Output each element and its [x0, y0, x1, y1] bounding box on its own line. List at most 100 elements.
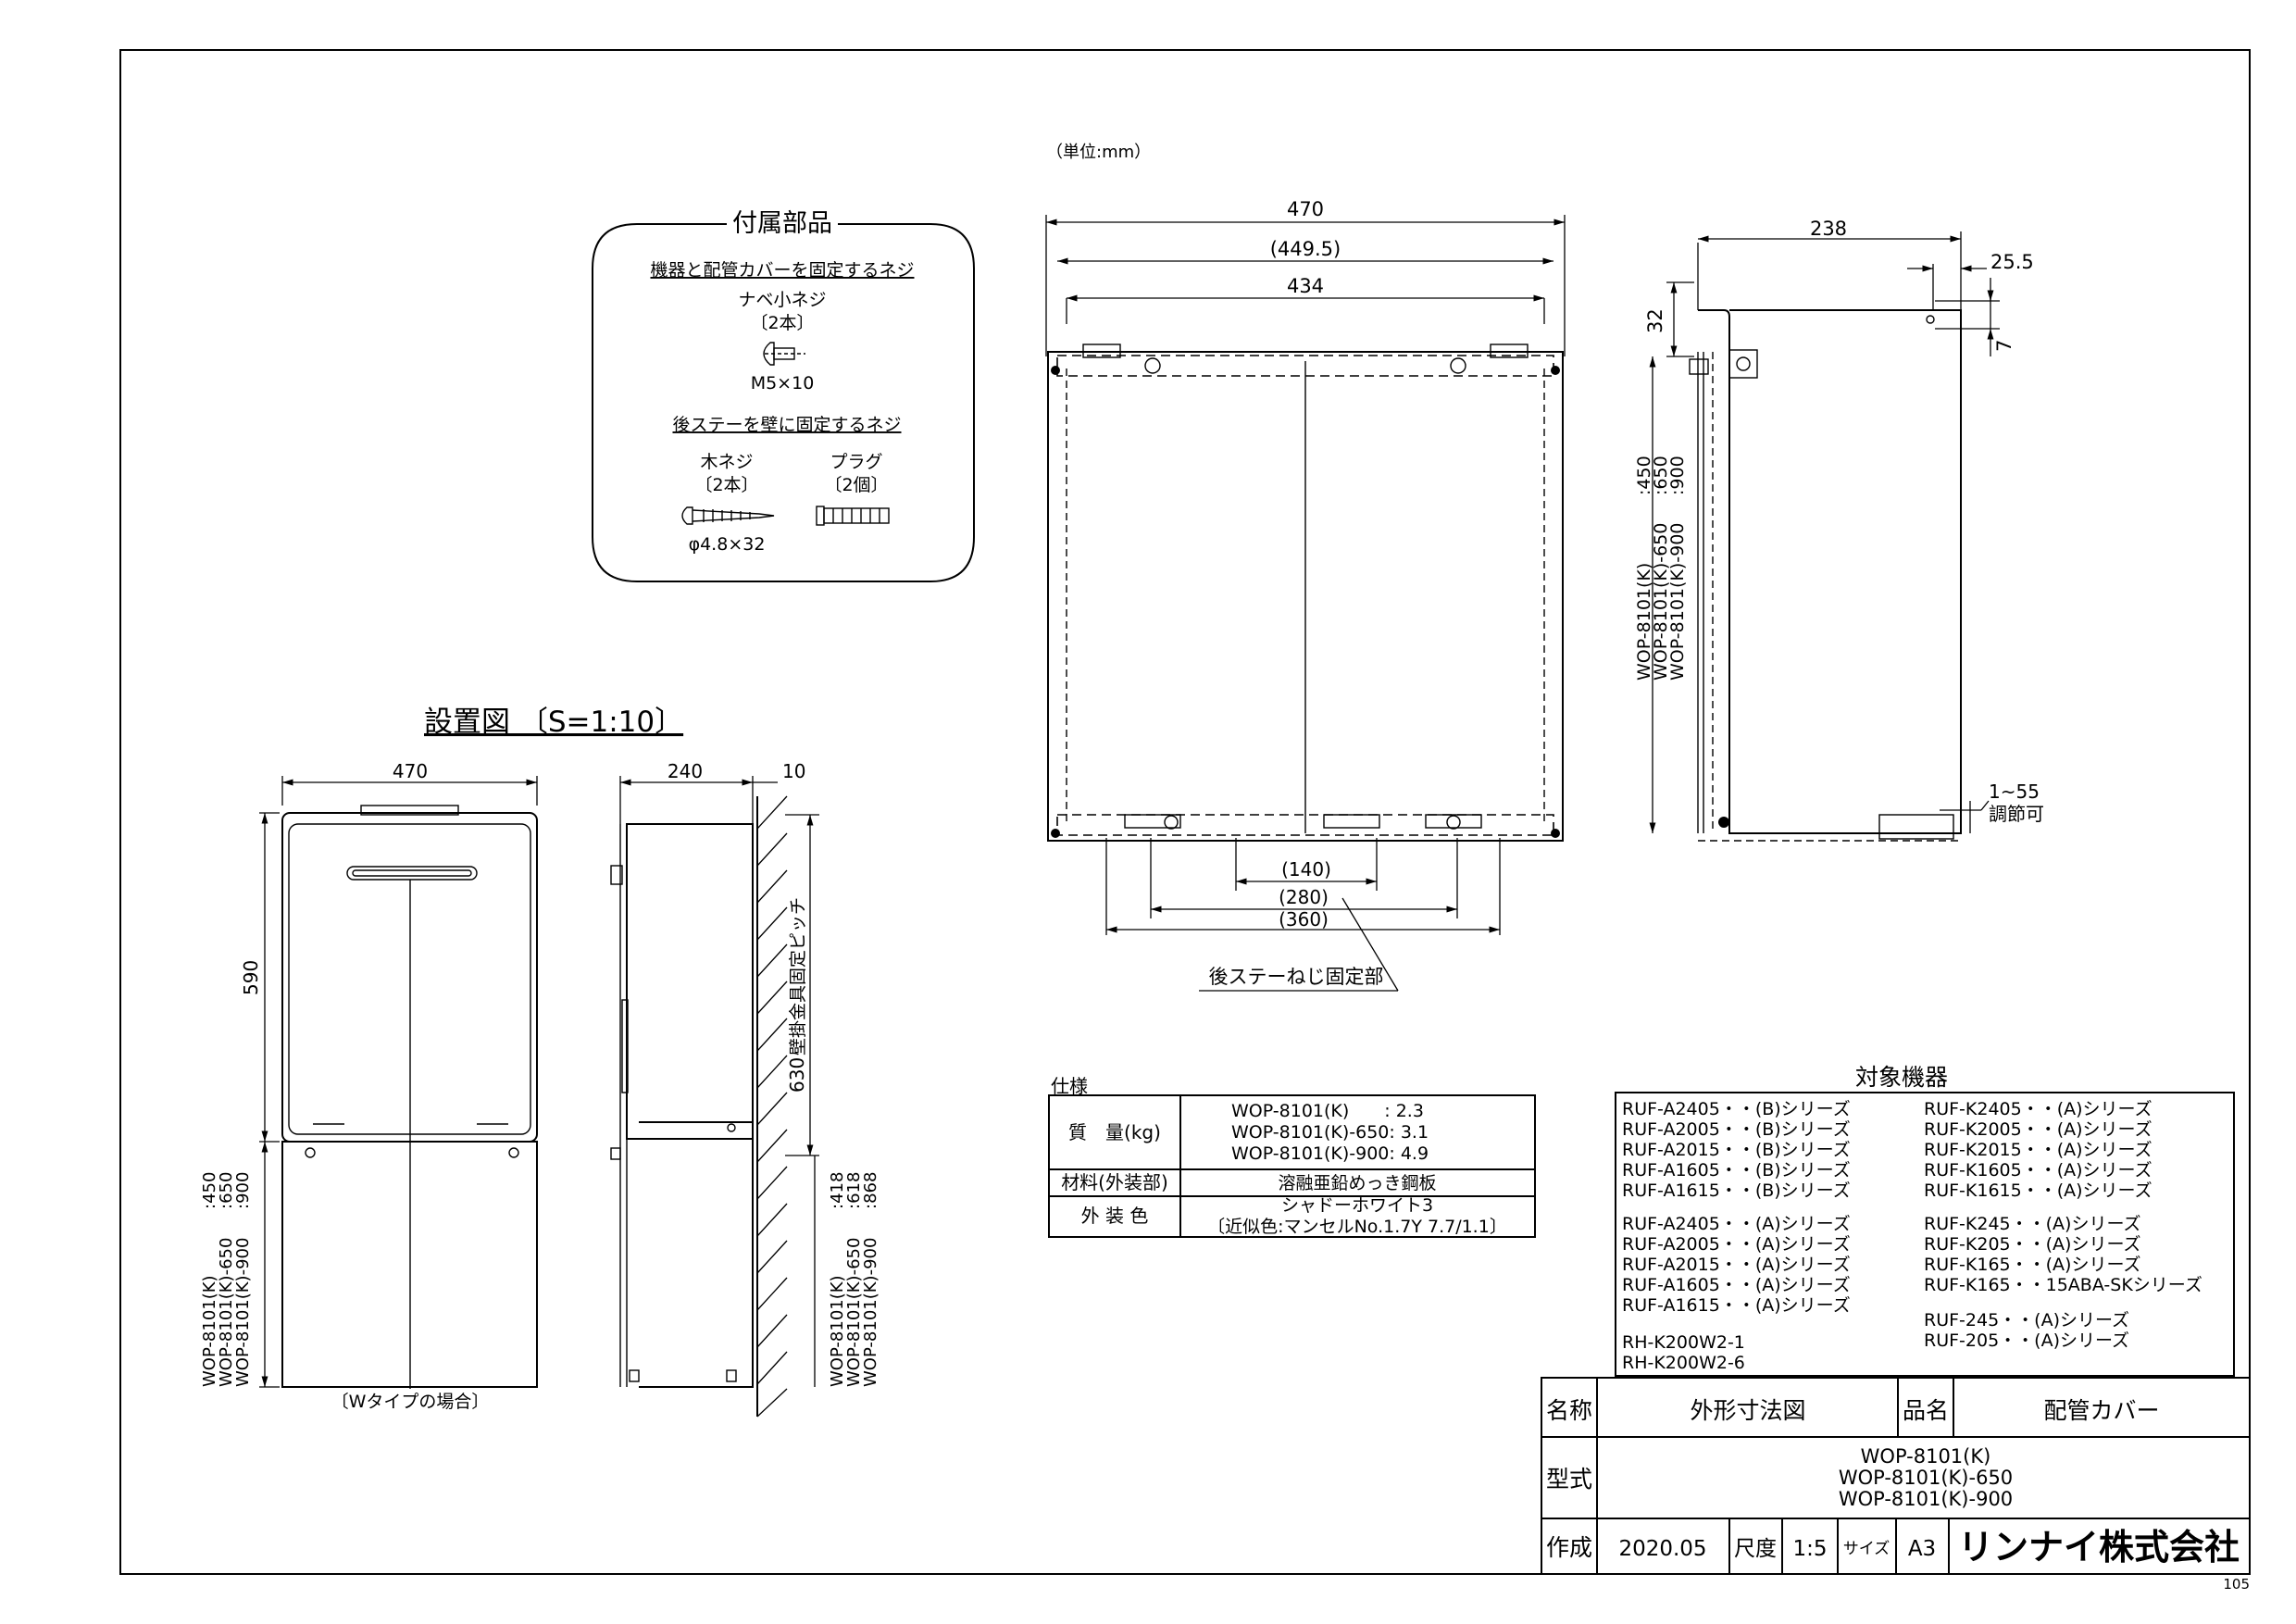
install-front-value-3: :900: [233, 1172, 253, 1209]
target-left-9: RUF-A1605・・(A)シリーズ: [1622, 1275, 1851, 1295]
dim-width-449: (449.5): [1270, 238, 1341, 260]
target-left-10: RUF-A1615・・(A)シリーズ: [1622, 1295, 1851, 1316]
target-right-8: RUF-K165・・(A)シリーズ: [1924, 1255, 2141, 1275]
target-right-10: RUF-245・・(A)シリーズ: [1924, 1310, 2129, 1330]
target-left-4: RUF-A1605・・(B)シリーズ: [1622, 1160, 1851, 1181]
wall-hatch: [756, 795, 788, 1418]
dim-pitch-360: (360): [1279, 908, 1329, 931]
spec-material-value: 溶融亜鉛めっき鋼板: [1278, 1173, 1436, 1193]
spec-mass-row-3: WOP-8101(K)-900: 4.9: [1231, 1143, 1429, 1164]
install-front-height: 590: [240, 960, 262, 995]
spec-color-value-2: 〔近似色:マンセルNo.1.7Y 7.7/1.1〕: [1207, 1217, 1507, 1237]
tb-name-label: 名称: [1546, 1397, 1592, 1424]
stay-fixing-label: 後ステーねじ固定部: [1209, 966, 1384, 988]
adjust-label: 調節可: [1989, 803, 2044, 825]
tb-scale-label: 尺度: [1734, 1537, 1777, 1561]
sheet-code: 105: [2223, 1576, 2250, 1593]
target-left-5: RUF-A1615・・(B)シリーズ: [1622, 1181, 1851, 1201]
install-side-value-3: :868: [861, 1172, 880, 1209]
target-right-7: RUF-K205・・(A)シリーズ: [1924, 1234, 2141, 1255]
spec-title: 仕様: [1051, 1075, 1088, 1097]
tb-scale-value: 1:5: [1792, 1537, 1827, 1561]
wood-screw-size: φ4.8×32: [689, 534, 766, 555]
tb-made-value: 2020.05: [1618, 1537, 1706, 1561]
tb-name-value: 外形寸法図: [1690, 1397, 1805, 1424]
sheet-border: [119, 49, 2251, 1575]
unit-note: （単位:mm）: [1046, 143, 1151, 162]
install-front-value-1: :450: [200, 1172, 219, 1209]
install-side-gap: 10: [782, 760, 805, 782]
pan-screw-qty: 〔2本〕: [750, 313, 814, 333]
target-right-3: RUF-K2015・・(A)シリーズ: [1924, 1140, 2152, 1160]
install-side-value-2: :618: [844, 1172, 864, 1209]
install-side-depth: 240: [668, 760, 703, 782]
title-block: 名称 外形寸法図 品名 配管カバー 型式 WOP-8101(K) WOP-810…: [1541, 1377, 2251, 1575]
install-front-caption: 〔Wタイプの場合〕: [331, 1392, 490, 1412]
plug-qty: 〔2個〕: [824, 475, 888, 495]
spec-color-value-1: シャドーホワイト3: [1281, 1195, 1433, 1216]
dim-pitch-140: (140): [1281, 858, 1331, 881]
tb-made-label: 作成: [1546, 1534, 1592, 1561]
target-left-12: RH-K200W2-6: [1622, 1353, 1745, 1373]
target-left-3: RUF-A2015・・(B)シリーズ: [1622, 1140, 1851, 1160]
dim-pitch-280: (280): [1279, 886, 1329, 908]
spec-mass-row-2: WOP-8101(K)-650: 3.1: [1231, 1122, 1429, 1143]
tb-product-label: 品名: [1903, 1397, 1949, 1424]
spec-mass-row-1: WOP-8101(K) : 2.3: [1231, 1101, 1424, 1121]
install-front-width: 470: [393, 760, 428, 782]
target-right-4: RUF-K1605・・(A)シリーズ: [1924, 1160, 2152, 1181]
dim-width-470: 470: [1287, 198, 1324, 220]
spec-table: 仕様 質 量(kg) WOP-8101(K) : 2.3 WOP-8101(K)…: [1048, 1075, 1536, 1238]
plug-name: プラグ: [830, 452, 882, 472]
target-right-2: RUF-K2005・・(A)シリーズ: [1924, 1119, 2152, 1140]
install-side-value-1: :418: [828, 1172, 847, 1209]
target-left-11: RH-K200W2-1: [1622, 1332, 1745, 1353]
side-top-7: 7: [1993, 340, 2015, 352]
install-view: 設置図 〔S=1:10〕 470 590 WOP-8101(K) WOP-810…: [200, 706, 880, 1418]
wood-screw-name: 木ネジ: [700, 452, 753, 472]
adjust-range: 1~55: [1989, 781, 2040, 803]
tb-size-value: A3: [1908, 1537, 1936, 1561]
tb-model-3: WOP-8101(K)-900: [1839, 1488, 2013, 1510]
main-front-view: 470 (449.5) 434 (140): [1045, 198, 1688, 992]
accessories-box: 付属部品 機器と配管カバーを固定するネジ ナベ小ネジ 〔2本〕 M5×10 後ス…: [592, 209, 975, 582]
screw-heading-1: 機器と配管カバーを固定するネジ: [650, 260, 914, 281]
install-front-value-2: :650: [217, 1172, 236, 1209]
side-top-32: 32: [1644, 308, 1666, 333]
spec-color-label: 外 装 色: [1081, 1205, 1149, 1227]
target-left-6: RUF-A2405・・(A)シリーズ: [1622, 1214, 1851, 1234]
target-left-8: RUF-A2015・・(A)シリーズ: [1622, 1255, 1851, 1275]
install-side-pitch: 630: [786, 1057, 808, 1093]
install-side-model-2: WOP-8101(K)-650: [844, 1238, 864, 1387]
install-front-model-3: WOP-8101(K)-900: [233, 1238, 253, 1387]
target-models: 対象機器 RUF-A2405・・(B)シリーズ RUF-A2005・・(B)シリ…: [1615, 1064, 2235, 1377]
dim-width-434: 434: [1287, 275, 1324, 297]
target-left-7: RUF-A2005・・(A)シリーズ: [1622, 1234, 1851, 1255]
target-right-5: RUF-K1615・・(A)シリーズ: [1924, 1181, 2152, 1201]
accessories-title: 付属部品: [732, 209, 832, 238]
install-side-model-3: WOP-8101(K)-900: [861, 1238, 880, 1387]
target-right-6: RUF-K245・・(A)シリーズ: [1924, 1214, 2141, 1234]
tb-company: リンナイ株式会社: [1958, 1527, 2240, 1568]
plug-icon: [816, 506, 890, 526]
install-side-pitch-label: 壁掛金具固定ピッチ: [788, 897, 808, 1056]
target-left-2: RUF-A2005・・(B)シリーズ: [1622, 1119, 1851, 1140]
target-title: 対象機器: [1855, 1064, 1948, 1091]
wood-screw-qty: 〔2本〕: [694, 475, 758, 495]
side-view: 238 25.5 7 32 1~55 調節可: [1644, 218, 2044, 842]
install-title: 設置図 〔S=1:10〕: [424, 706, 683, 739]
wood-screw-icon: [681, 506, 775, 525]
target-right-1: RUF-K2405・・(A)シリーズ: [1924, 1099, 2152, 1119]
install-side-model-1: WOP-8101(K): [828, 1275, 847, 1387]
side-depth-238: 238: [1810, 218, 1847, 240]
target-left-1: RUF-A2405・・(B)シリーズ: [1622, 1099, 1851, 1119]
tb-model-1: WOP-8101(K): [1861, 1445, 1991, 1468]
target-right-9: RUF-K165・・15ABA-SKシリーズ: [1924, 1275, 2202, 1295]
pan-screw-size: M5×10: [751, 373, 815, 394]
target-right-11: RUF-205・・(A)シリーズ: [1924, 1330, 2129, 1351]
screw-heading-2: 後ステーを壁に固定するネジ: [672, 415, 901, 435]
main-height-value-3: :900: [1667, 456, 1688, 495]
tb-size-label: サイズ: [1843, 1540, 1890, 1558]
install-front-model-2: WOP-8101(K)-650: [217, 1238, 236, 1387]
